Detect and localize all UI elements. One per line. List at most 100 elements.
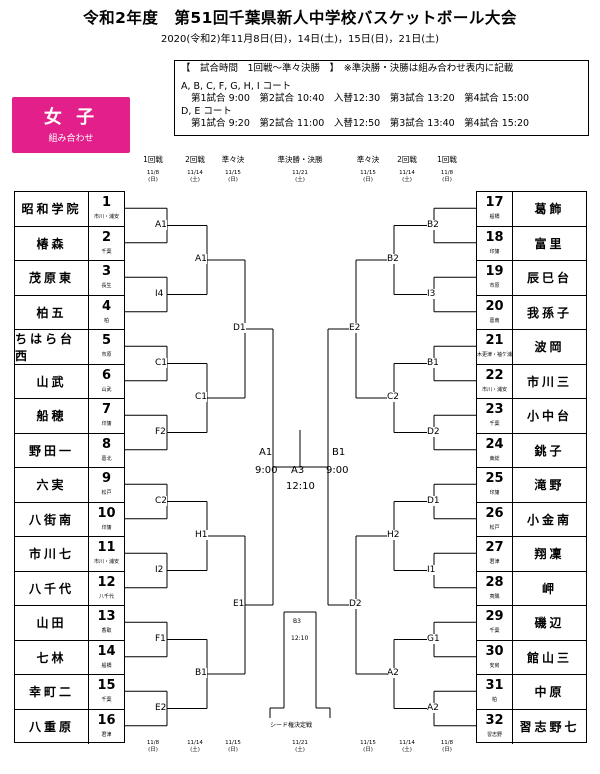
- team-number: 16: [97, 712, 116, 728]
- court-label-r1: I1: [427, 564, 436, 575]
- court-label-r1: G1: [427, 633, 440, 644]
- team-number: 21: [485, 333, 504, 348]
- team-region: 夷隅: [489, 593, 500, 600]
- team-name: 幸町二: [28, 685, 74, 700]
- team-region: 千葉: [489, 421, 500, 427]
- team-seed: 11 市川・浦安: [88, 537, 124, 571]
- court-label-r1: E2: [155, 702, 167, 713]
- team-region: 習志野: [486, 731, 502, 738]
- team-region: 香取: [101, 628, 112, 634]
- category-badge: 女 子 組み合わせ: [12, 97, 130, 153]
- round-header-right-qf: 準々決: [356, 155, 380, 164]
- team-name: 椿森: [36, 236, 67, 251]
- team-number: 5: [101, 333, 112, 348]
- court-label-qf: D1: [233, 323, 246, 333]
- team-region: 船橋: [489, 214, 500, 220]
- round-header-right-r2: 2回戦: [397, 155, 417, 164]
- round-date-left-qf: 11/15(日): [225, 170, 241, 183]
- team-region: 千葉: [489, 628, 500, 634]
- info-times-de: 第1試合 9:20 第2試合 11:00 入替12:50 第3試合 13:40 …: [191, 118, 530, 129]
- team-region: 君津: [101, 731, 112, 738]
- court-label-qf: E1: [233, 599, 245, 609]
- team-number: 20: [485, 298, 504, 314]
- round-header-left-r1: 1回戦: [143, 155, 163, 164]
- round-header-left-r2: 2回戦: [185, 155, 205, 164]
- court-label-r1: I4: [155, 288, 164, 299]
- team-region: 千葉: [101, 697, 112, 703]
- team-name: 山武: [36, 374, 67, 389]
- team-name: 小中台: [526, 409, 572, 424]
- team-region: 印旛: [101, 421, 112, 427]
- team-region: 市川・浦安: [93, 559, 119, 565]
- team-number: 2: [101, 229, 112, 245]
- team-region: 君津: [489, 559, 500, 565]
- info-courts-abc: A, B, C, F, G, H, I コート: [181, 80, 292, 92]
- team-name: 八街南: [28, 512, 74, 527]
- team-number: 26: [485, 505, 504, 521]
- team-name: 柏五: [36, 305, 67, 320]
- team-region: 印旛: [101, 524, 112, 531]
- team-name: 野田一: [28, 443, 74, 458]
- court-label-r1: I2: [155, 564, 164, 575]
- team-number: 8: [101, 436, 112, 452]
- team-region: 市原: [489, 283, 500, 289]
- team-name: 富里: [534, 236, 565, 251]
- team-number: 32: [485, 712, 504, 728]
- team-region: 葛南: [489, 317, 500, 324]
- team-name: 習志野七: [519, 720, 580, 735]
- round-header-left-qf: 準々決: [221, 155, 245, 164]
- team-number: 13: [97, 609, 116, 624]
- team-seed: 2 千葉: [88, 226, 124, 260]
- team-region: 山武: [101, 386, 112, 393]
- team-seed: 16 君津: [88, 709, 124, 744]
- footer-date-left-qf: 11/15(日): [225, 740, 241, 753]
- court-label-r2: A1: [195, 254, 207, 264]
- footer-date-right-qf: 11/15(日): [360, 740, 376, 753]
- court-label-r2: B1: [195, 668, 207, 678]
- team-region: 柏: [491, 697, 497, 703]
- team-number: 10: [97, 505, 116, 521]
- team-name: 小金南: [526, 512, 572, 527]
- round-date-left-r2: 11/14(土): [187, 170, 203, 183]
- court-label-r2: B2: [387, 254, 399, 264]
- court-label-r1: C1: [155, 357, 168, 368]
- team-name: 葛飾: [534, 202, 565, 217]
- team-name: 八千代: [28, 581, 74, 596]
- final-court: A3: [291, 465, 305, 476]
- court-label-qf: E2: [349, 323, 361, 333]
- team-number: 29: [485, 609, 504, 624]
- round-date-right-r2: 11/14(土): [399, 170, 415, 183]
- team-region: 印旛: [489, 248, 500, 255]
- team-row: 八街南 10 印旛: [15, 502, 124, 537]
- team-number: 11: [97, 540, 116, 555]
- team-region: 千葉: [101, 248, 112, 255]
- team-number: 14: [97, 643, 116, 659]
- team-number: 7: [101, 402, 112, 417]
- round-date-right-qf: 11/15(日): [360, 170, 376, 183]
